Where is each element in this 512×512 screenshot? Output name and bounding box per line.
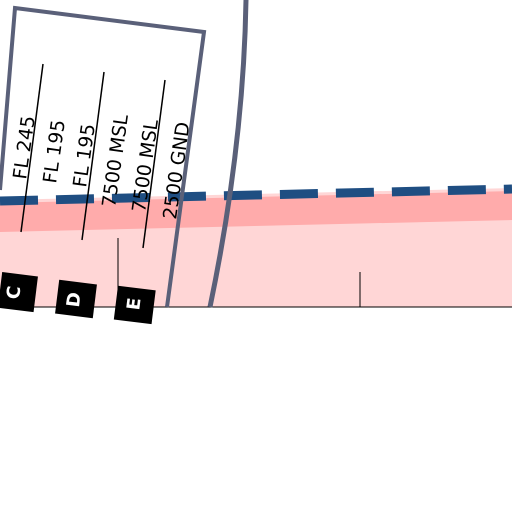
airspace-letter-c: C	[3, 285, 25, 301]
altitude-label-2: FL 195	[39, 118, 70, 184]
airspace-letter-e-box: E	[113, 285, 156, 325]
altitude-label-1: FL 245	[9, 114, 40, 180]
altitude-callout-box	[0, 5, 207, 308]
altitude-separator	[81, 71, 105, 241]
altitude-label-3: FL 195	[69, 122, 100, 188]
airspace-boundary-line	[0, 184, 512, 206]
airspace-letter-d-box: D	[55, 279, 97, 319]
airspace-letter-d: D	[63, 291, 86, 308]
altitude-separator	[20, 63, 44, 233]
callout-leader-line	[207, 0, 249, 308]
airspace-letter-e: E	[123, 297, 145, 312]
altitude-separator	[142, 79, 166, 249]
airspace-letter-c-box: C	[0, 272, 38, 313]
